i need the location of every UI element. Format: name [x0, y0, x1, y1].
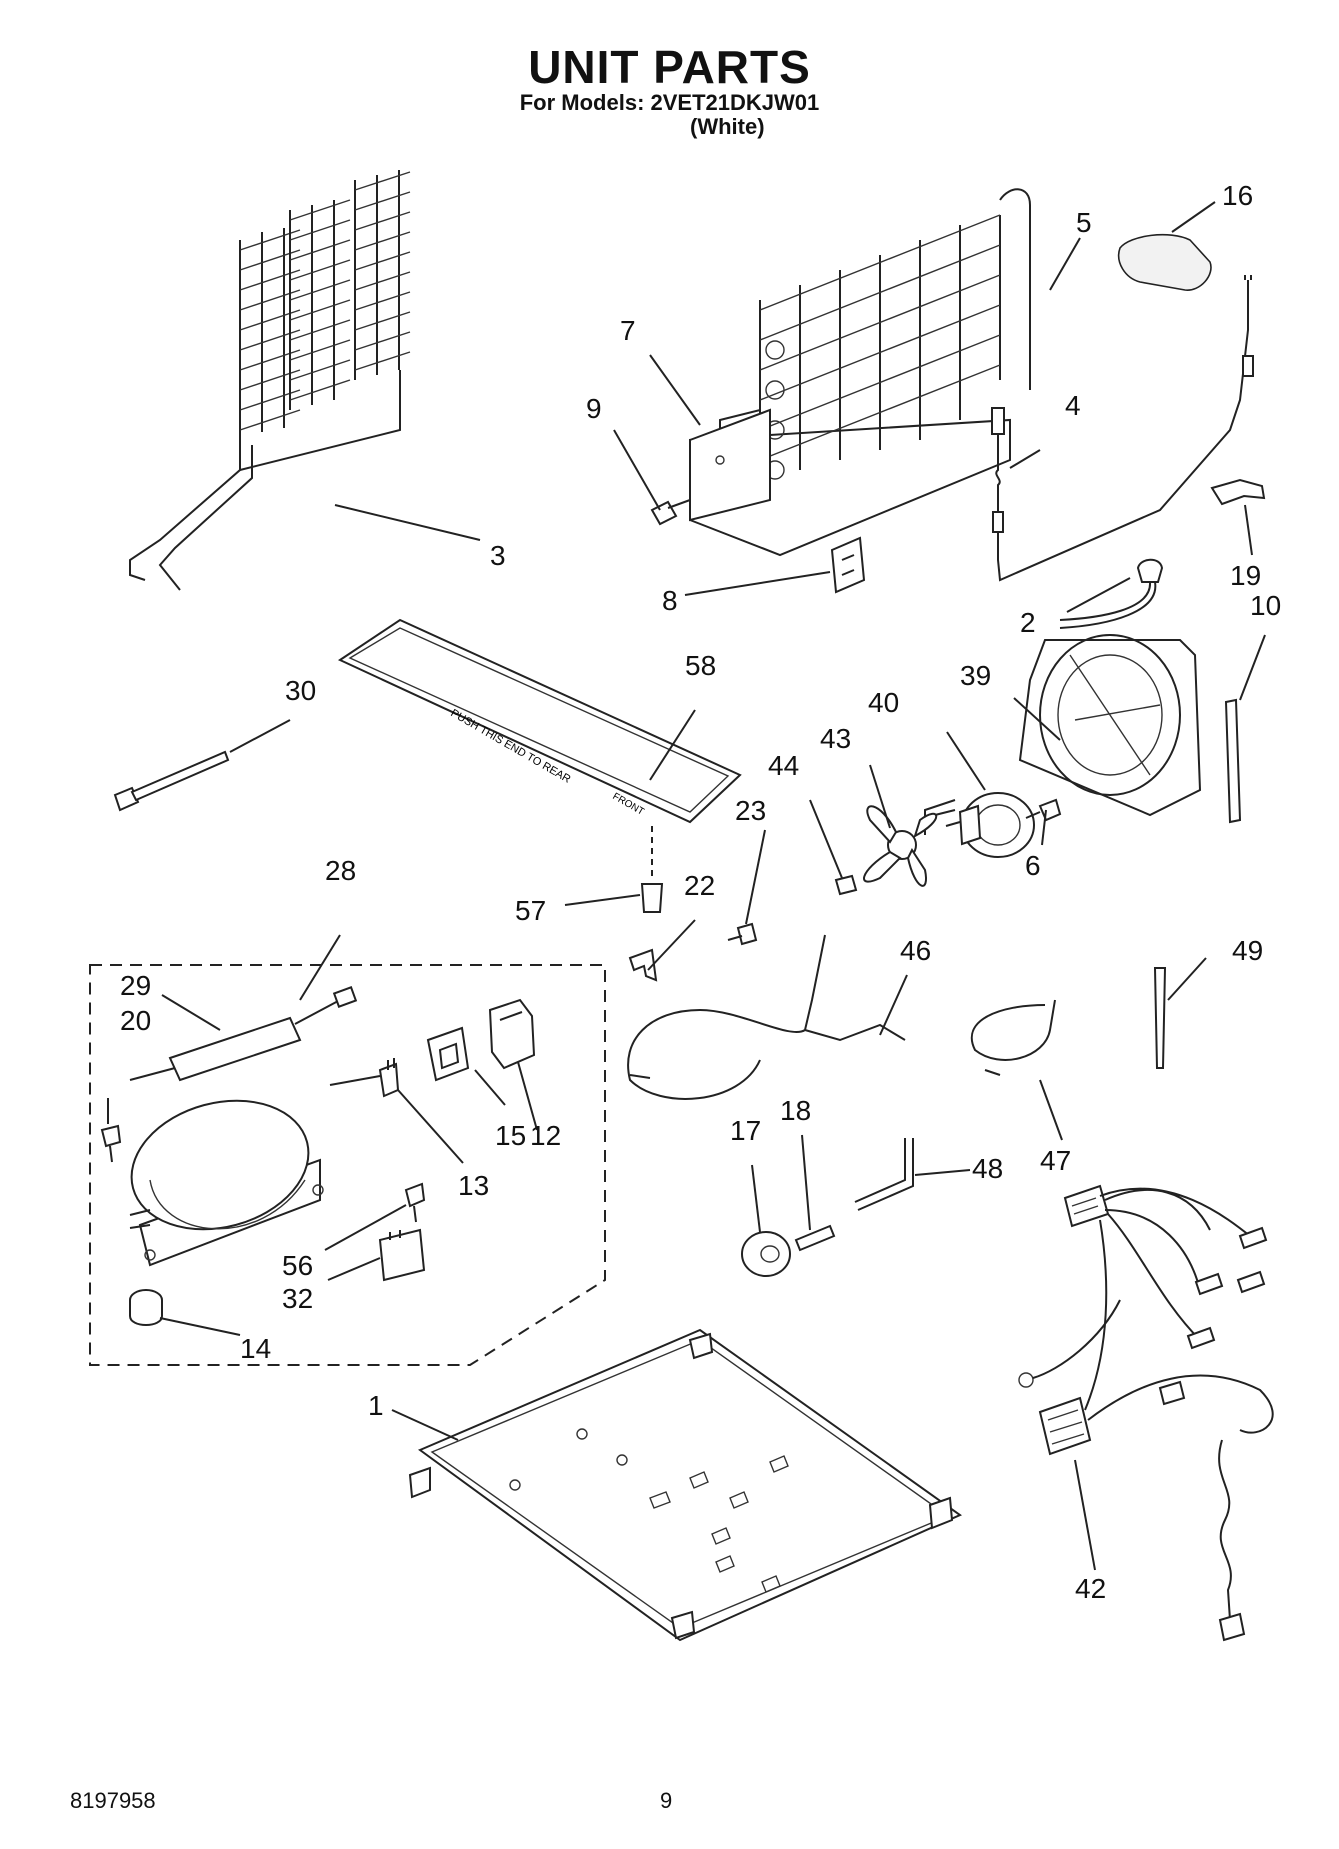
label-18: 18	[780, 1095, 811, 1126]
label-7: 7	[620, 315, 636, 346]
label-14: 14	[240, 1333, 271, 1364]
drain-tube	[627, 934, 906, 1100]
label-9: 9	[586, 393, 602, 424]
label-12: 12	[530, 1120, 561, 1151]
caster-screw	[794, 1224, 836, 1252]
label-58: 58	[685, 650, 716, 681]
label-57: 57	[515, 895, 546, 926]
label-19: 19	[1230, 560, 1261, 591]
document-number: 8197958	[70, 1788, 156, 1813]
clip-22	[628, 948, 658, 982]
compressor-grommet	[129, 1289, 163, 1326]
label-46: 46	[900, 935, 931, 966]
label-3: 3	[490, 540, 506, 571]
defrost-thermostat-wire	[991, 275, 1254, 582]
label-22: 22	[684, 870, 715, 901]
label-47: 47	[1040, 1145, 1071, 1176]
label-23: 23	[735, 795, 766, 826]
page-title: UNIT PARTS	[528, 41, 811, 93]
screw-6	[1025, 798, 1062, 822]
clip-bracket	[830, 536, 866, 594]
model-variant: (White)	[690, 114, 765, 139]
leader-lines	[107, 201, 1266, 1571]
label-5: 5	[1076, 207, 1092, 238]
water-tube-loop	[970, 999, 1056, 1076]
part-number-labels: 16 5 7 9 4 3 19 8 2 10 58 39 30 40 43 44…	[120, 180, 1281, 1604]
cable-tie	[113, 750, 230, 812]
label-40: 40	[868, 687, 899, 718]
label-16: 16	[1222, 180, 1253, 211]
overload-terminal	[378, 1058, 400, 1098]
overload-protector	[488, 998, 536, 1070]
label-32: 32	[282, 1283, 313, 1314]
label-42: 42	[1075, 1573, 1106, 1604]
run-capacitor	[378, 1228, 426, 1282]
label-4: 4	[1065, 390, 1081, 421]
label-56: 56	[282, 1250, 313, 1281]
base-pan	[408, 1328, 963, 1642]
label-48: 48	[972, 1153, 1003, 1184]
filter-drier	[129, 986, 358, 1082]
evaporator-cover-cap	[1118, 233, 1212, 291]
label-44: 44	[768, 750, 799, 781]
start-relay	[426, 1026, 470, 1082]
label-49: 49	[1232, 935, 1263, 966]
label-15: 15	[495, 1120, 526, 1151]
label-28: 28	[325, 855, 356, 886]
label-17: 17	[730, 1115, 761, 1146]
defrost-harness	[1059, 558, 1164, 629]
compressor-kit-boundary	[89, 964, 606, 1366]
screw-23	[727, 922, 758, 946]
fan-shroud	[1018, 634, 1202, 817]
drip-tray: PUSH THIS END TO REAR FRONT	[337, 618, 742, 824]
label-2: 2	[1020, 607, 1036, 638]
screw-56	[404, 1182, 426, 1223]
main-wire-harness	[1018, 1184, 1274, 1642]
fan-clip	[834, 874, 858, 896]
label-1: 1	[368, 1390, 384, 1421]
compressor	[129, 1099, 324, 1267]
label-20: 20	[120, 1005, 151, 1036]
label-13: 13	[458, 1170, 489, 1201]
screw-57	[640, 826, 664, 913]
page-number: 9	[660, 1788, 673, 1813]
label-8: 8	[662, 585, 678, 616]
gasket-strip	[1224, 698, 1242, 824]
screw-20	[100, 1124, 122, 1163]
fan-blade	[863, 805, 938, 887]
models-line: For Models: 2VET21DKJW01	[519, 90, 820, 115]
evaporator-screw	[650, 499, 691, 526]
drain-tube-48	[854, 1138, 914, 1211]
label-39: 39	[960, 660, 991, 691]
locator-pin	[1153, 967, 1167, 1069]
condenser-coil	[129, 170, 411, 591]
fan-motor	[924, 792, 1035, 858]
label-6: 6	[1025, 850, 1041, 881]
roller-caster	[741, 1231, 791, 1277]
label-30: 30	[285, 675, 316, 706]
tubing-clip	[1210, 478, 1266, 506]
label-43: 43	[820, 723, 851, 754]
evaporator-coil	[689, 188, 1031, 557]
label-29: 29	[120, 970, 151, 1001]
label-10: 10	[1250, 590, 1281, 621]
